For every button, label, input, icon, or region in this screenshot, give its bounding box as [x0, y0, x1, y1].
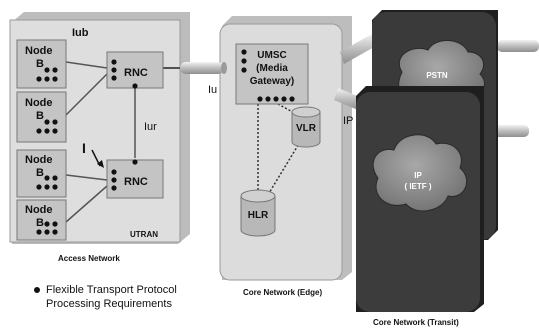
umsc-line2: (Media: [256, 63, 288, 74]
bullet-line2: Processing Requirements: [46, 298, 172, 310]
node-b-4-line1: Node: [25, 204, 53, 216]
access-network-caption: Access Network: [58, 254, 120, 263]
node-b-2-line1: Node: [25, 97, 53, 109]
ip-pipe: [334, 88, 362, 110]
core-edge-caption: Core Network (Edge): [243, 288, 323, 297]
vlr-label: VLR: [296, 123, 317, 134]
bullet-icon: [34, 287, 40, 294]
node-b-3: [16, 149, 67, 198]
iub-label: Iub: [72, 27, 89, 39]
interface-marker: I: [82, 140, 86, 156]
node-b-1: [16, 39, 67, 89]
rnc-upper-label: RNC: [124, 67, 148, 79]
ip-panel: [356, 86, 484, 312]
pstn-out-pipe: [497, 40, 539, 52]
node-b-2: [16, 91, 67, 143]
node-b-3-line2: B: [36, 167, 44, 179]
interface-arrow: [91, 149, 104, 168]
node-b-2-line2: B: [36, 110, 44, 122]
bullet-note: Flexible Transport Protocol Processing R…: [34, 283, 177, 311]
bullet-line1: Flexible Transport Protocol: [46, 284, 177, 296]
pstn-label: PSTN: [426, 71, 448, 80]
node-b-3-line1: Node: [25, 154, 53, 166]
ip-cloud-line2: ( IETF ): [404, 182, 431, 191]
iu-label: Iu: [208, 84, 217, 96]
core-transit-caption: Core Network (Transit): [373, 318, 459, 327]
iur-label: Iur: [144, 121, 157, 133]
hlr-label: HLR: [248, 210, 269, 221]
ip-cloud-line1: IP: [414, 171, 422, 180]
node-b-4-line2: B: [36, 217, 44, 229]
pstn-pipe: [340, 34, 376, 64]
access-links: [65, 61, 180, 223]
node-b-1-line1: Node: [25, 45, 53, 57]
hlr-database: [240, 189, 276, 237]
node-b-1-line2: B: [36, 58, 44, 70]
utran-label: UTRAN: [130, 230, 158, 239]
umsc-line1: UMSC: [257, 50, 286, 61]
node-b-4: [16, 199, 67, 241]
rnc-upper: [106, 51, 164, 89]
ip-link-label: IP: [343, 115, 353, 127]
rnc-lower: [106, 159, 164, 199]
ip-cloud: [372, 134, 468, 212]
iu-pipe: [180, 62, 224, 74]
umsc-box: [235, 43, 309, 105]
rnc-lower-label: RNC: [124, 176, 148, 188]
umsc-line3: Gateway): [250, 76, 294, 87]
vlr-database: [291, 106, 321, 148]
